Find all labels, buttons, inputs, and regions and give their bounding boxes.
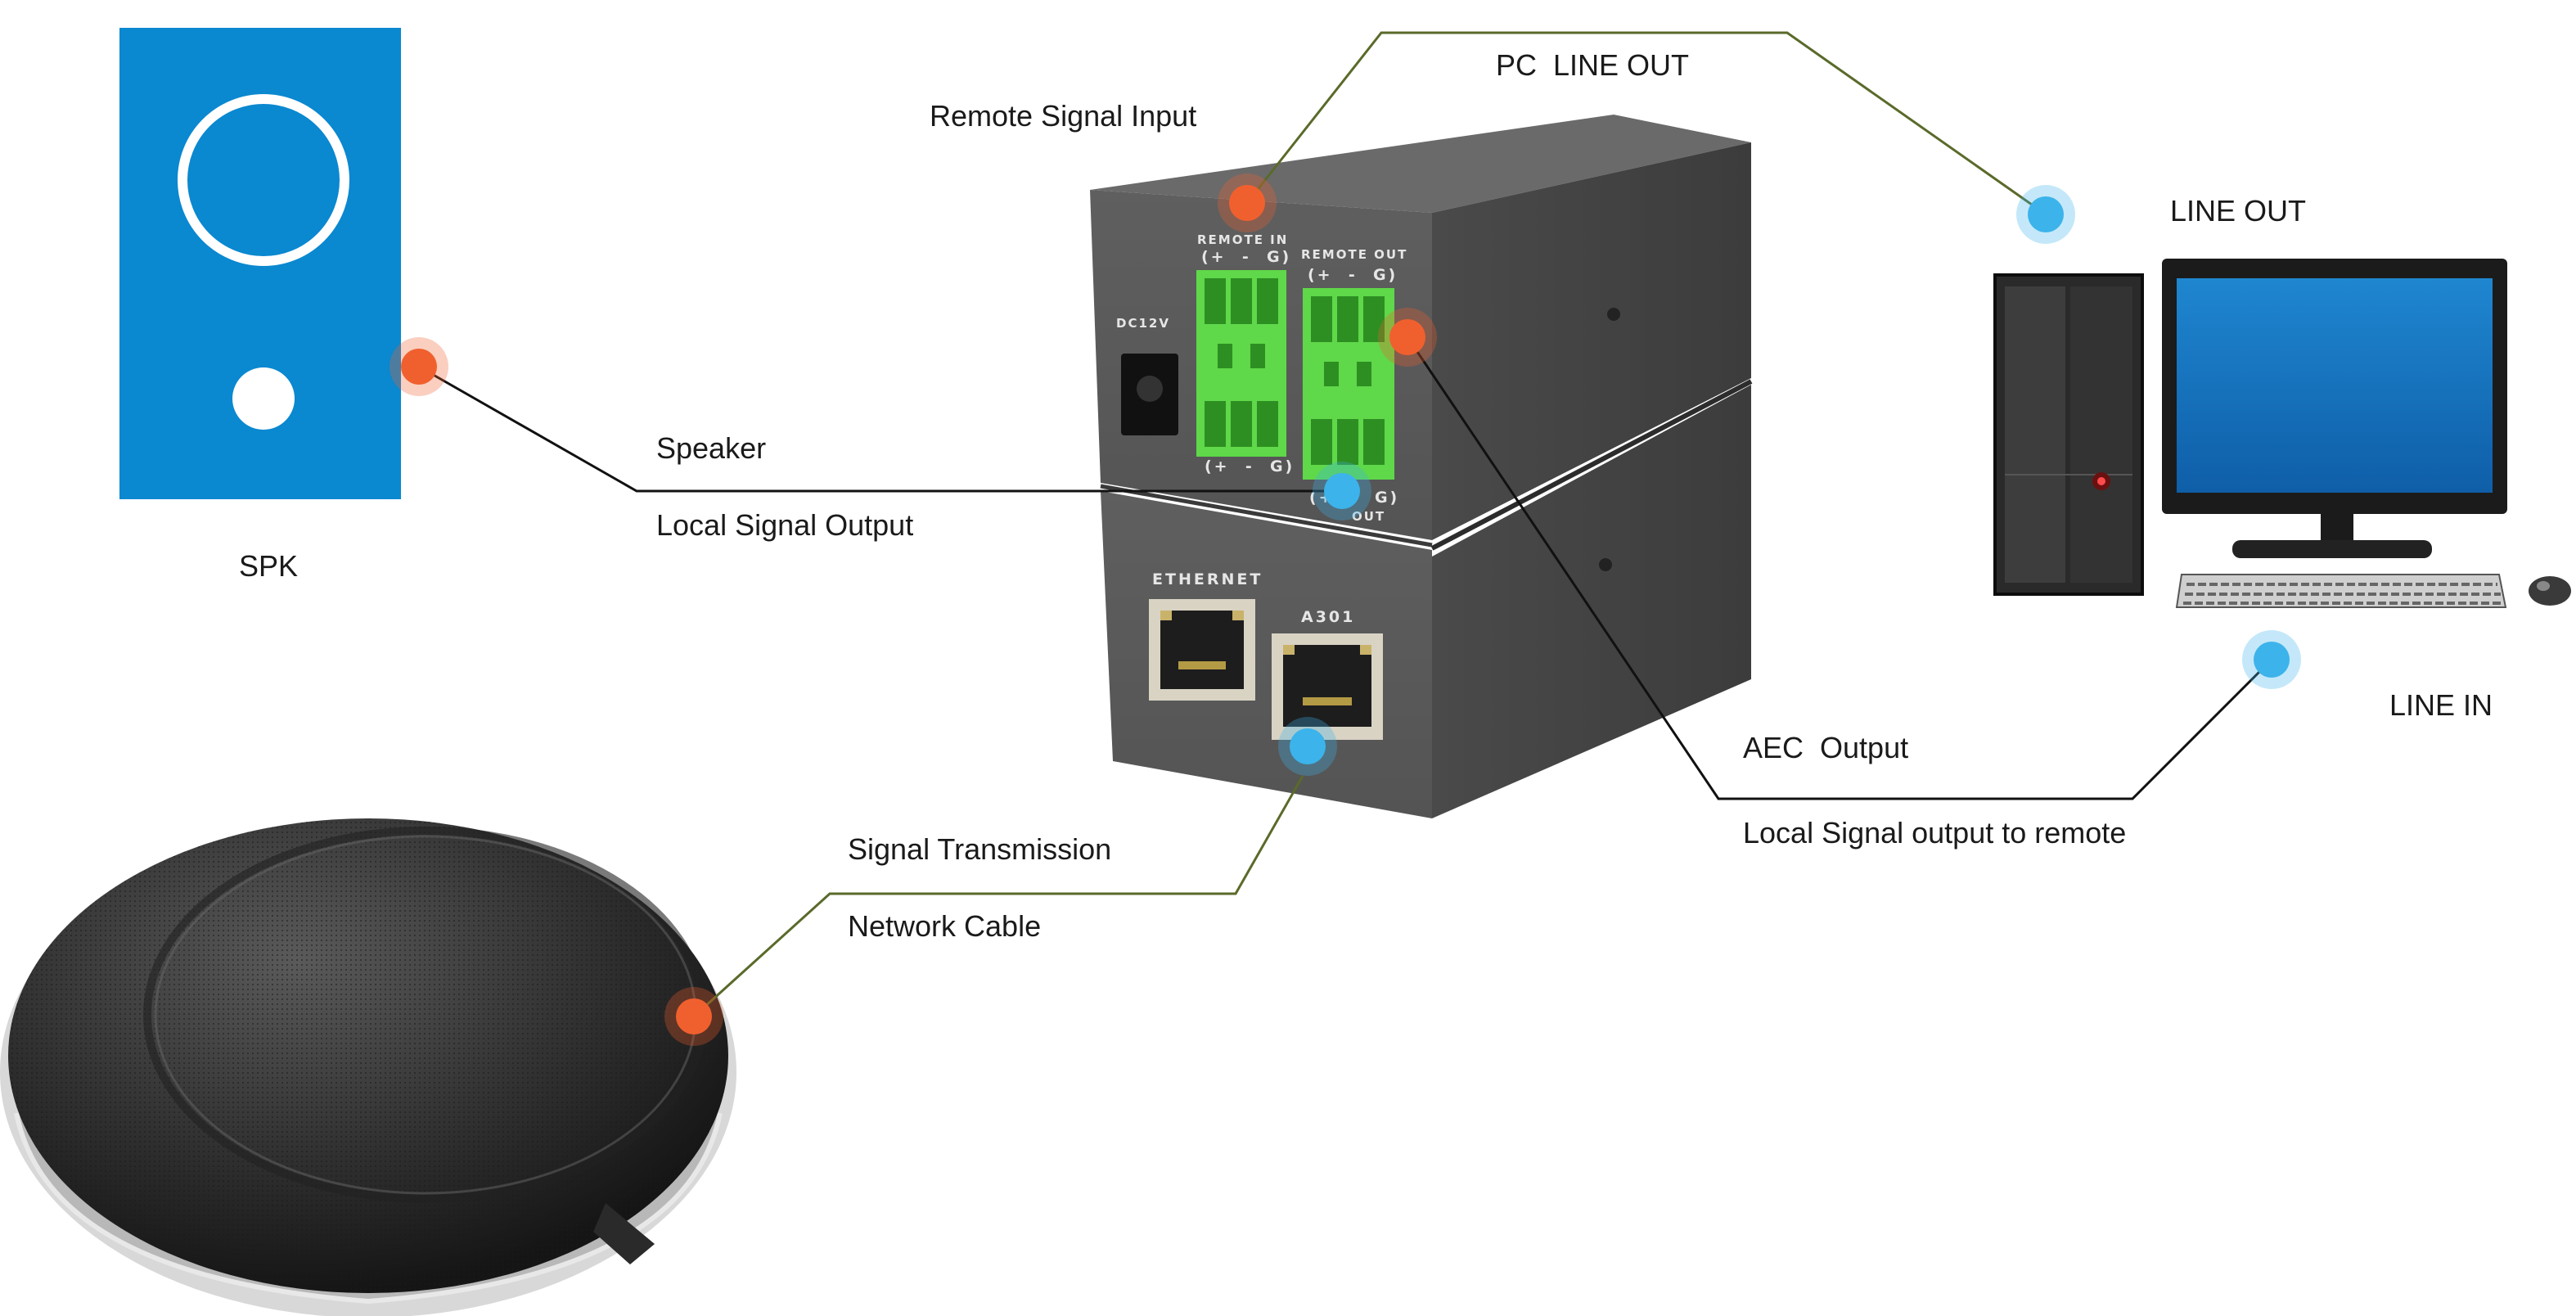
diagram-labels: SPK Speaker Local Signal Output Remote S…	[239, 48, 2493, 943]
pc-monitor	[2162, 259, 2507, 558]
a301-label: A301	[1301, 608, 1355, 626]
a301-port	[1272, 633, 1383, 740]
speaker-marker	[390, 337, 448, 396]
ethernet-label: ETHERNET	[1152, 570, 1263, 588]
remote-signal-input-marker	[1218, 174, 1277, 232]
label-remote-signal-input: Remote Signal Input	[930, 99, 1196, 133]
connection-lines	[418, 31, 2273, 1018]
label-spk: SPK	[239, 549, 298, 583]
remote-in-label: REMOTE IN	[1197, 232, 1288, 247]
speaker-woofer-ring	[178, 94, 349, 266]
bottom-left-polarity: (+ - G)	[1205, 457, 1295, 475]
remote-out-polarity: (+ - G)	[1308, 266, 1398, 284]
pc-line-out-marker	[2016, 185, 2075, 244]
label-local-signal-output: Local Signal Output	[656, 508, 913, 542]
label-pc-line-out: PC LINE OUT	[1496, 48, 1689, 82]
remote-in-terminal	[1196, 270, 1286, 457]
pc-keyboard	[2175, 574, 2507, 608]
local-signal-output-marker	[1313, 462, 1371, 521]
remote-out-label: REMOTE OUT	[1301, 247, 1407, 262]
ethernet-port	[1149, 599, 1255, 701]
aec-processor-box: DC12V REMOTE IN (+ - G) REMOTE OUT (+ - …	[1090, 115, 1753, 818]
conference-microphone	[0, 818, 736, 1316]
pc-tower	[1993, 273, 2144, 596]
dc-label: DC12V	[1116, 316, 1170, 331]
speaker-device	[119, 28, 401, 499]
label-line-in: LINE IN	[2389, 688, 2493, 722]
label-aec-output: AEC Output	[1743, 731, 1908, 764]
pc-line-out-wire	[1245, 31, 2047, 216]
speaker-tweeter	[232, 367, 295, 430]
remote-out-terminal	[1303, 288, 1394, 480]
remote-in-polarity: (+ - G)	[1201, 248, 1291, 266]
pc-computer	[1993, 259, 2571, 608]
label-speaker: Speaker	[656, 431, 766, 465]
pc-mouse	[2529, 576, 2571, 606]
label-local-signal-output-to-remote: Local Signal output to remote	[1743, 816, 2126, 850]
aec-output-wire	[1406, 336, 2273, 800]
microphone-marker	[664, 987, 723, 1046]
label-network-cable: Network Cable	[848, 909, 1041, 943]
pc-line-in-marker	[2242, 630, 2301, 689]
aec-output-marker	[1378, 308, 1437, 367]
speaker-wire	[418, 365, 1342, 493]
label-line-out: LINE OUT	[2170, 194, 2306, 228]
network-cable-wire	[692, 775, 1304, 1018]
markers	[390, 174, 2301, 1046]
out-label: OUT	[1352, 509, 1385, 524]
label-signal-transmission: Signal Transmission	[848, 832, 1111, 866]
network-port-marker	[1278, 717, 1337, 776]
